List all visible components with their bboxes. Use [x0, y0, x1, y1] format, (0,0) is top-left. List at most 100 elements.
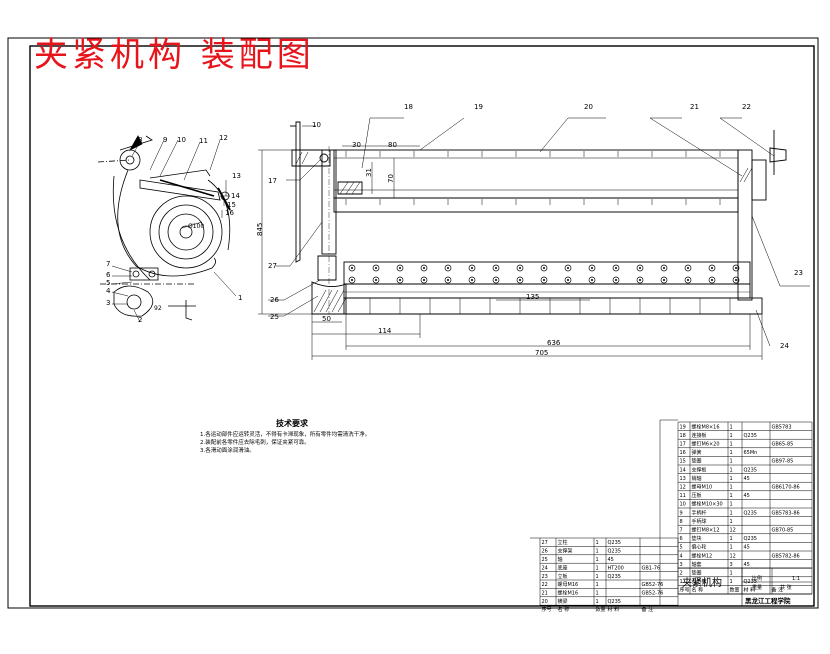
bom-cell: 螺母M16 — [558, 581, 579, 588]
inner-border — [29, 45, 815, 607]
technical-requirement-line: 3.各滑动面涂润滑油。 — [200, 448, 255, 454]
bom-cell: 螺栓M8×16 — [692, 423, 720, 430]
bom-cell: 13 — [680, 476, 686, 482]
bom-cell: 1 — [596, 582, 599, 588]
bom-cell: Q235 — [608, 574, 621, 580]
clamp-bolt-center — [615, 267, 617, 269]
clamp-bolt — [564, 264, 572, 272]
bom-header-cell: 序号 — [680, 587, 690, 594]
clamp-bolt — [468, 264, 476, 272]
bom-cell: 1 — [596, 549, 599, 555]
title-block: 夹紧机构 黑龙江工程学院 比例 1:1 重量 共 张 — [682, 575, 800, 605]
bom-cell: HT200 — [608, 565, 624, 571]
bom-cell: 22 — [542, 582, 548, 588]
dim-31: 31 — [365, 168, 373, 177]
dim-705: 705 — [535, 349, 548, 357]
balloon-18: 18 — [404, 103, 413, 111]
dim-636: 636 — [547, 339, 561, 347]
bom-cell: 1 — [730, 459, 733, 465]
bom-cell: 1 — [730, 493, 733, 499]
dim-114: 114 — [378, 327, 392, 335]
front-view — [290, 121, 787, 315]
clamp-bolt — [708, 276, 716, 284]
bom-cell: 螺钉M6×20 — [692, 441, 720, 448]
bom-cell: 45 — [744, 545, 750, 551]
bom-cell: 1 — [730, 510, 733, 516]
bom-cell: Q235 — [744, 433, 757, 439]
bom-cell: 3 — [680, 562, 683, 568]
clamp-bolt-center — [711, 279, 713, 281]
bom-cell: 1 — [730, 450, 733, 456]
bom-cell: 5 — [680, 545, 683, 551]
bom-header-cell: 备 注 — [642, 606, 654, 613]
bom-cell: 45 — [744, 562, 750, 568]
bom-cell: 1 — [730, 442, 733, 448]
dim-30: 30 — [352, 141, 361, 149]
clamp-bolt — [636, 276, 644, 284]
bom-header-cell: 数量 — [596, 606, 606, 613]
balloon-10: 10 — [177, 136, 186, 144]
bom-cell: 1 — [730, 579, 733, 585]
bom-cell: 轴 — [558, 556, 563, 563]
clamp-bolt-center — [663, 267, 665, 269]
clamp-bolt-center — [495, 267, 497, 269]
bom-header-cell: 材 料 — [744, 587, 756, 594]
clamp-bolt — [492, 276, 500, 284]
clamp-bolt — [660, 276, 668, 284]
bom-header-cell: 名 称 — [558, 606, 570, 613]
clamp-bolt — [348, 276, 356, 284]
bom-cell: 螺母M10 — [692, 484, 713, 491]
balloon-20: 20 — [584, 103, 593, 111]
balloon-2: 2 — [138, 316, 142, 324]
dimension-lines — [258, 125, 763, 360]
bom-cell: 45 — [744, 476, 750, 482]
bom-cell: 1 — [680, 579, 683, 585]
title-block-scale-label: 比例 — [752, 575, 762, 582]
bom-cell: 压板 — [692, 492, 702, 499]
side-view-leaders — [111, 139, 237, 323]
bom-cell: Q235 — [744, 510, 757, 516]
clamp-bolt-center — [591, 267, 593, 269]
clamp-bolt-center — [711, 267, 713, 269]
bom-cell: 12 — [730, 553, 736, 559]
clamp-bolt — [588, 276, 596, 284]
bom-cell: GB5783-86 — [772, 510, 800, 516]
clamp-plate-bolts — [348, 264, 740, 284]
technical-requirement-line: 2.装配前各零件应去除毛刺，保证夹紧可靠。 — [200, 440, 310, 446]
bom-cell: Q235 — [608, 549, 621, 555]
clamp-bolt — [372, 276, 380, 284]
bom-cell: 1 — [730, 536, 733, 542]
balloon-25: 25 — [270, 313, 279, 321]
bom-header-cell: 备 注 — [772, 587, 784, 594]
balloon-8: 8 — [138, 136, 142, 144]
dim-135: 135 — [526, 293, 539, 301]
bom-cell: 19 — [680, 424, 686, 430]
section-hatch — [295, 151, 753, 313]
bom-cell: 65Mn — [744, 450, 758, 456]
bom-cell: 弧形板 — [692, 578, 707, 585]
bom-cell: 27 — [542, 540, 548, 546]
side-view — [97, 135, 231, 321]
bom-cell: 螺钉M8×12 — [692, 527, 720, 534]
bom-cell: 1 — [730, 545, 733, 551]
technical-requirements-heading: 技术要求 — [276, 419, 308, 428]
clamp-bolt — [468, 276, 476, 284]
bom-cell: 1 — [596, 599, 599, 605]
bom-cell: 3 — [730, 562, 733, 568]
bom-cell: 1 — [730, 519, 733, 525]
clamp-bolt-center — [447, 267, 449, 269]
balloon-9: 9 — [163, 136, 167, 144]
bom-cell: 底座 — [558, 564, 568, 571]
clamp-bolt-center — [735, 267, 737, 269]
bom-header-cell: 序号 — [542, 606, 552, 613]
clamp-bolt-center — [519, 279, 521, 281]
bom-cell: 连接板 — [692, 432, 707, 439]
bom-cell: GB52-76 — [642, 582, 664, 588]
clamp-bolt — [444, 264, 452, 272]
clamp-bolt-center — [639, 279, 641, 281]
bom-cell: 1 — [730, 433, 733, 439]
bom-cell: 45 — [744, 493, 750, 499]
clamp-bolt — [660, 264, 668, 272]
bom-cell: GB70-85 — [772, 528, 794, 534]
bom-cell: 12 — [730, 528, 736, 534]
